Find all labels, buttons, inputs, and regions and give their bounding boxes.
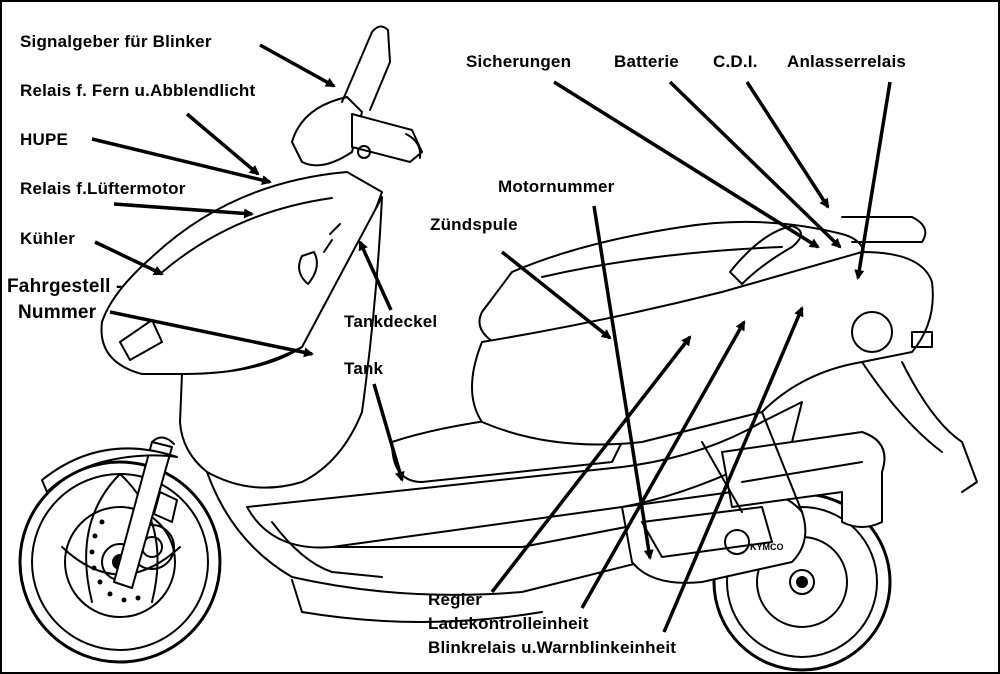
label-kuehler: Kühler xyxy=(20,229,76,248)
arrow-zuendspule xyxy=(500,250,612,340)
arrow-batterie xyxy=(668,80,842,249)
arrow-tank xyxy=(372,383,405,482)
label-sicherungen: Sicherungen xyxy=(466,52,572,71)
arrow-regler xyxy=(490,335,692,594)
label-ladekontrolle: Ladekontrolleinheit xyxy=(428,614,589,633)
label-fahrgestell-line1: Fahrgestell - xyxy=(7,276,123,297)
arrow-tankdeckel xyxy=(358,240,393,311)
arrow-ladekontrolle xyxy=(580,320,746,609)
label-tankdeckel: Tankdeckel xyxy=(344,312,438,331)
arrow-relais-luefter xyxy=(113,202,254,219)
arrow-hupe xyxy=(91,137,272,185)
label-relais-fern: Relais f. Fern u.Abblendlicht xyxy=(20,81,256,100)
callout-arrows xyxy=(91,43,892,633)
arrow-motornummer xyxy=(592,205,654,560)
scooter-outline xyxy=(18,25,978,672)
label-relais-luefter: Relais f.Lüftermotor xyxy=(20,179,186,198)
arrow-blinkrelais xyxy=(662,306,804,633)
arrow-cdi xyxy=(745,81,830,209)
rear-body xyxy=(471,251,934,446)
headset xyxy=(291,96,363,167)
label-cdi: C.D.I. xyxy=(713,52,758,71)
label-batterie: Batterie xyxy=(614,52,679,71)
front-fork xyxy=(113,436,178,589)
label-zuendspule: Zündspule xyxy=(430,215,518,234)
front-fender xyxy=(41,447,178,493)
label-motornummer: Motornummer xyxy=(498,177,615,196)
label-blinkrelais: Blinkrelais u.Warnblinkeinheit xyxy=(428,638,677,657)
engine-badge: KYMCO xyxy=(750,542,784,552)
arrow-relais-fern xyxy=(185,112,260,176)
label-regler: Regler xyxy=(428,590,483,609)
label-anlasserrelais: Anlasserrelais xyxy=(787,52,907,71)
arrow-kuehler xyxy=(94,240,164,276)
arrow-fahrgestell xyxy=(109,310,314,358)
label-tank: Tank xyxy=(344,359,384,378)
arrow-sicherungen xyxy=(553,80,820,249)
label-fahrgestell-line2: Nummer xyxy=(18,302,97,323)
arrow-signalgeber xyxy=(259,43,336,88)
arrow-anlasserrelais xyxy=(854,81,892,280)
label-signalgeber: Signalgeber für Blinker xyxy=(20,32,212,51)
label-hupe: HUPE xyxy=(20,130,69,149)
